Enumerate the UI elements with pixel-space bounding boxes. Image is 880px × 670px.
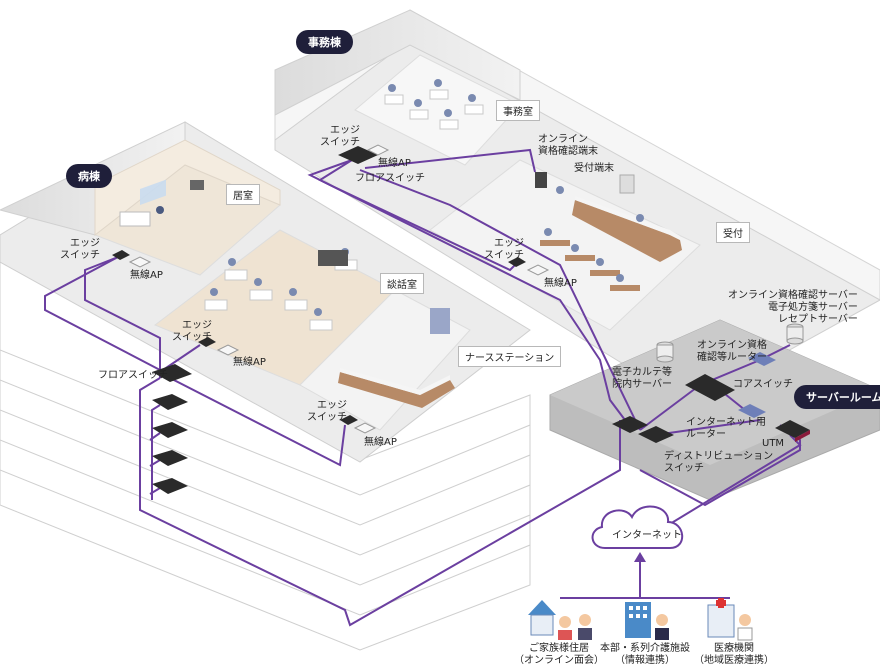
reception-edge-switch: [508, 257, 526, 267]
ward-floor-switch: [152, 364, 192, 382]
reception-counter: [572, 200, 682, 262]
internet-router-label: インターネット用 ルーター: [686, 417, 766, 440]
office-tag: 事務棟: [296, 30, 353, 54]
ward-edge-switch-2: [198, 337, 216, 347]
distribution-switch-device: [612, 416, 674, 443]
office-wireless-ap: [366, 144, 390, 156]
living-room-wall: [94, 139, 281, 237]
ehr-server-icon: [656, 341, 674, 363]
ward-edge-switch-3-label: エッジ スイッチ: [307, 400, 347, 423]
network-lines: [44, 148, 802, 627]
hospital-label: 医療機関 （地域医療連携）: [694, 643, 774, 666]
ward-tag: 病棟: [66, 164, 112, 188]
reception-ap-label: 無線AP: [544, 278, 577, 289]
reception-people: [544, 186, 644, 282]
ward-wireless-ap-2: [216, 344, 240, 356]
office-ap-label: 無線AP: [378, 158, 411, 169]
reception-label: 受付: [716, 222, 750, 243]
ward-ap-3-label: 無線AP: [364, 437, 397, 448]
living-tv: [190, 180, 204, 190]
ehr-server-label: 電子カルテ等 院内サーバー: [612, 367, 672, 390]
bed: [119, 211, 151, 227]
utm-label: UTM: [762, 438, 785, 449]
nurse-station-floor: [299, 289, 471, 431]
internet-cloud-icon: [591, 505, 684, 549]
reception-wireless-ap: [526, 264, 550, 276]
distribution-switch-label: ディストリビューション スイッチ: [664, 451, 774, 474]
core-switch-device: [685, 374, 735, 401]
reception-benches: [540, 240, 640, 291]
nurse-shelf: [430, 308, 450, 334]
floor-switch-stack: [152, 394, 188, 494]
ward-wireless-ap-3: [353, 422, 377, 434]
ward-wireless-ap-1: [128, 256, 152, 268]
headquarters-label: 本部・系列介護施設 （情報連携）: [600, 643, 690, 666]
nurse-counter: [338, 372, 455, 408]
office-floor-switch-label: フロアスイッチ: [355, 173, 425, 184]
nurse-station-label: ナースステーション: [458, 346, 562, 367]
office-room-label: 事務室: [496, 100, 540, 121]
office-edge-switch-label: エッジ スイッチ: [320, 125, 360, 148]
utm-device: [775, 420, 810, 442]
reception-terminal-device: [619, 174, 635, 194]
ward-edge-switch-3: [340, 415, 358, 425]
cloud-servers-label: オンライン資格確認サーバー 電子処方箋サーバー レセプトサーバー: [728, 290, 858, 325]
ward-edge-switch-1-label: エッジ スイッチ: [60, 238, 100, 261]
ward-edge-switch-2-label: エッジ スイッチ: [172, 320, 212, 343]
ward-ap-1-label: 無線AP: [130, 270, 163, 281]
core-switch-label: コアスイッチ: [733, 379, 793, 390]
family-home-icon: [528, 600, 592, 640]
online-router-device: [748, 352, 776, 366]
server-room-tag: サーバールーム: [794, 385, 880, 409]
reception-edge-switch-label: エッジ スイッチ: [484, 238, 524, 261]
internet-label: インターネット: [612, 530, 682, 541]
online-router-label: オンライン資格 確認等ルーター: [697, 340, 767, 363]
lounge-tv: [318, 250, 348, 266]
reception-terminal-label: 受付端末: [574, 163, 614, 174]
hospital-icon: [707, 598, 753, 641]
internet-arrow: [560, 552, 730, 599]
office-people: [388, 79, 476, 117]
ward-edge-switch-1: [112, 250, 130, 260]
internet-router-device: [738, 404, 766, 418]
online-terminal-device: [535, 172, 547, 188]
headquarters-building-icon: [625, 602, 669, 640]
lounge-label: 談話室: [380, 273, 424, 294]
ward-floor-switch-label: フロアスイッチ: [98, 370, 168, 381]
cloud-server-icon: [786, 323, 804, 345]
family-home-label: ご家族様住居 （オンライン面会）: [514, 643, 604, 666]
online-terminal-label: オンライン 資格確認端末: [538, 134, 598, 157]
living-room-label: 居室: [226, 184, 260, 205]
ward-ap-2-label: 無線AP: [233, 357, 266, 368]
office-desks: [384, 89, 484, 130]
